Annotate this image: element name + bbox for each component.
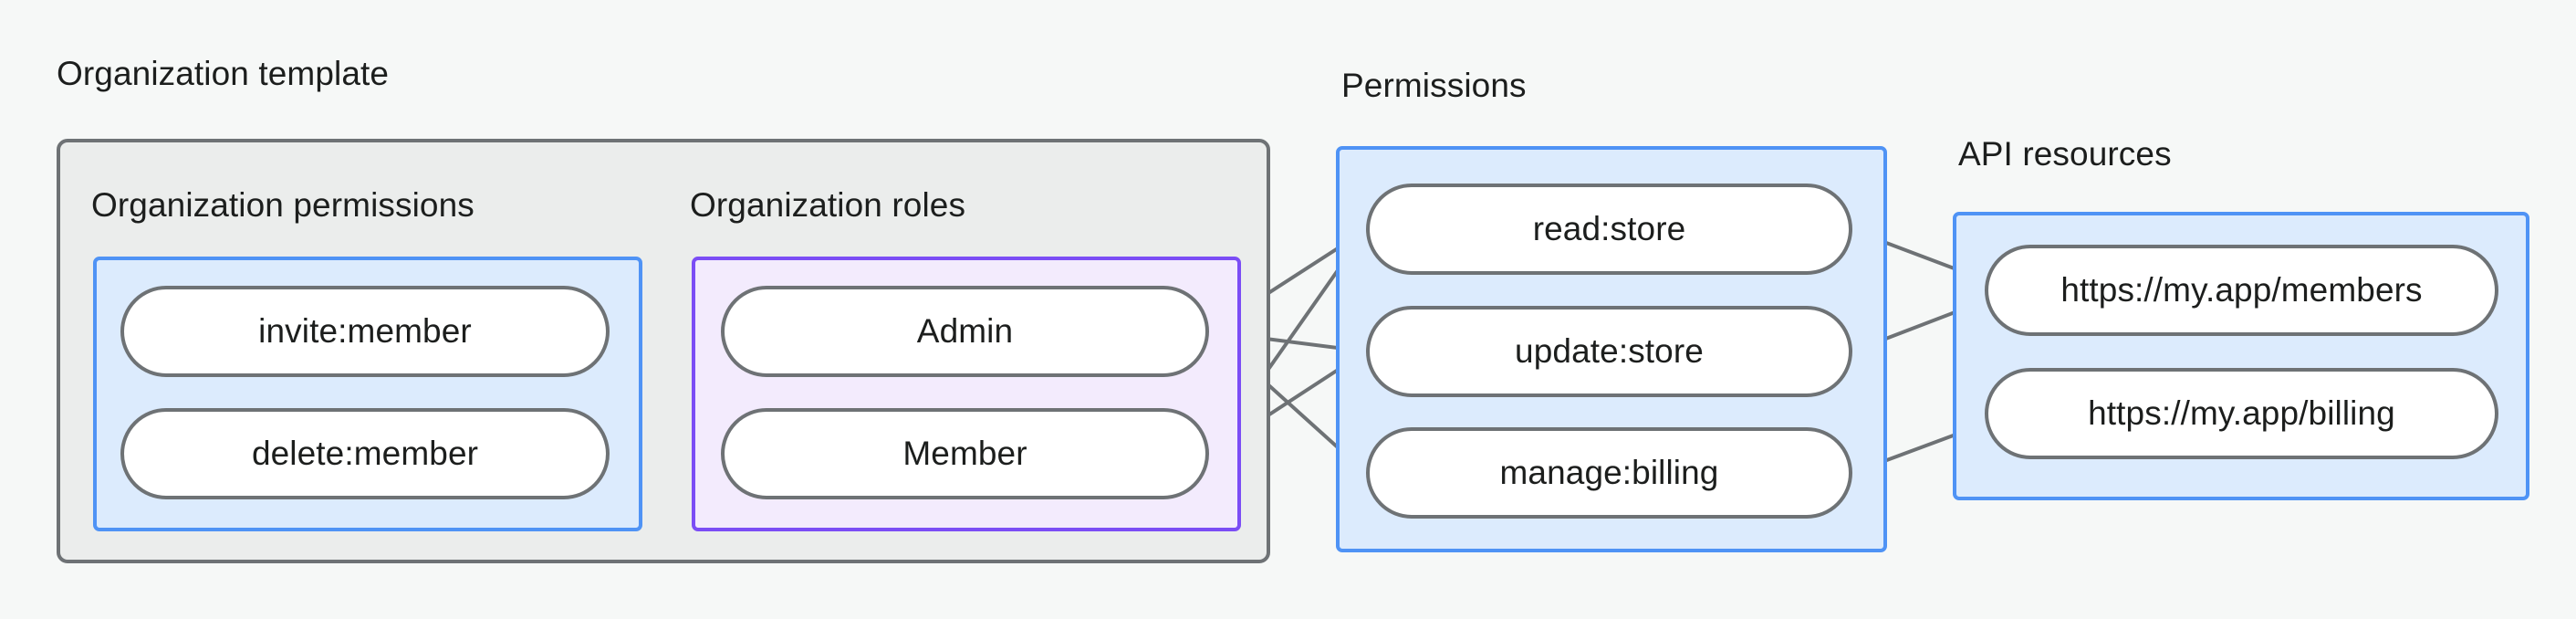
node-admin[interactable]: Admin	[721, 286, 1209, 377]
node-billing-resource[interactable]: https://my.app/billing	[1985, 368, 2498, 459]
node-read-store[interactable]: read:store	[1366, 184, 1852, 275]
group-label-organization-template: Organization template	[57, 55, 390, 92]
subgroup-label-organization-permissions: Organization permissions	[91, 186, 475, 224]
node-manage-billing[interactable]: manage:billing	[1366, 427, 1852, 519]
node-invite-member[interactable]: invite:member	[120, 286, 610, 377]
group-label-api-resources: API resources	[1958, 135, 2172, 173]
node-members-resource[interactable]: https://my.app/members	[1985, 245, 2498, 336]
group-label-permissions: Permissions	[1341, 67, 1527, 104]
node-delete-member[interactable]: delete:member	[120, 408, 610, 499]
subgroup-label-organization-roles: Organization roles	[690, 186, 966, 224]
node-member[interactable]: Member	[721, 408, 1209, 499]
node-update-store[interactable]: update:store	[1366, 306, 1852, 397]
